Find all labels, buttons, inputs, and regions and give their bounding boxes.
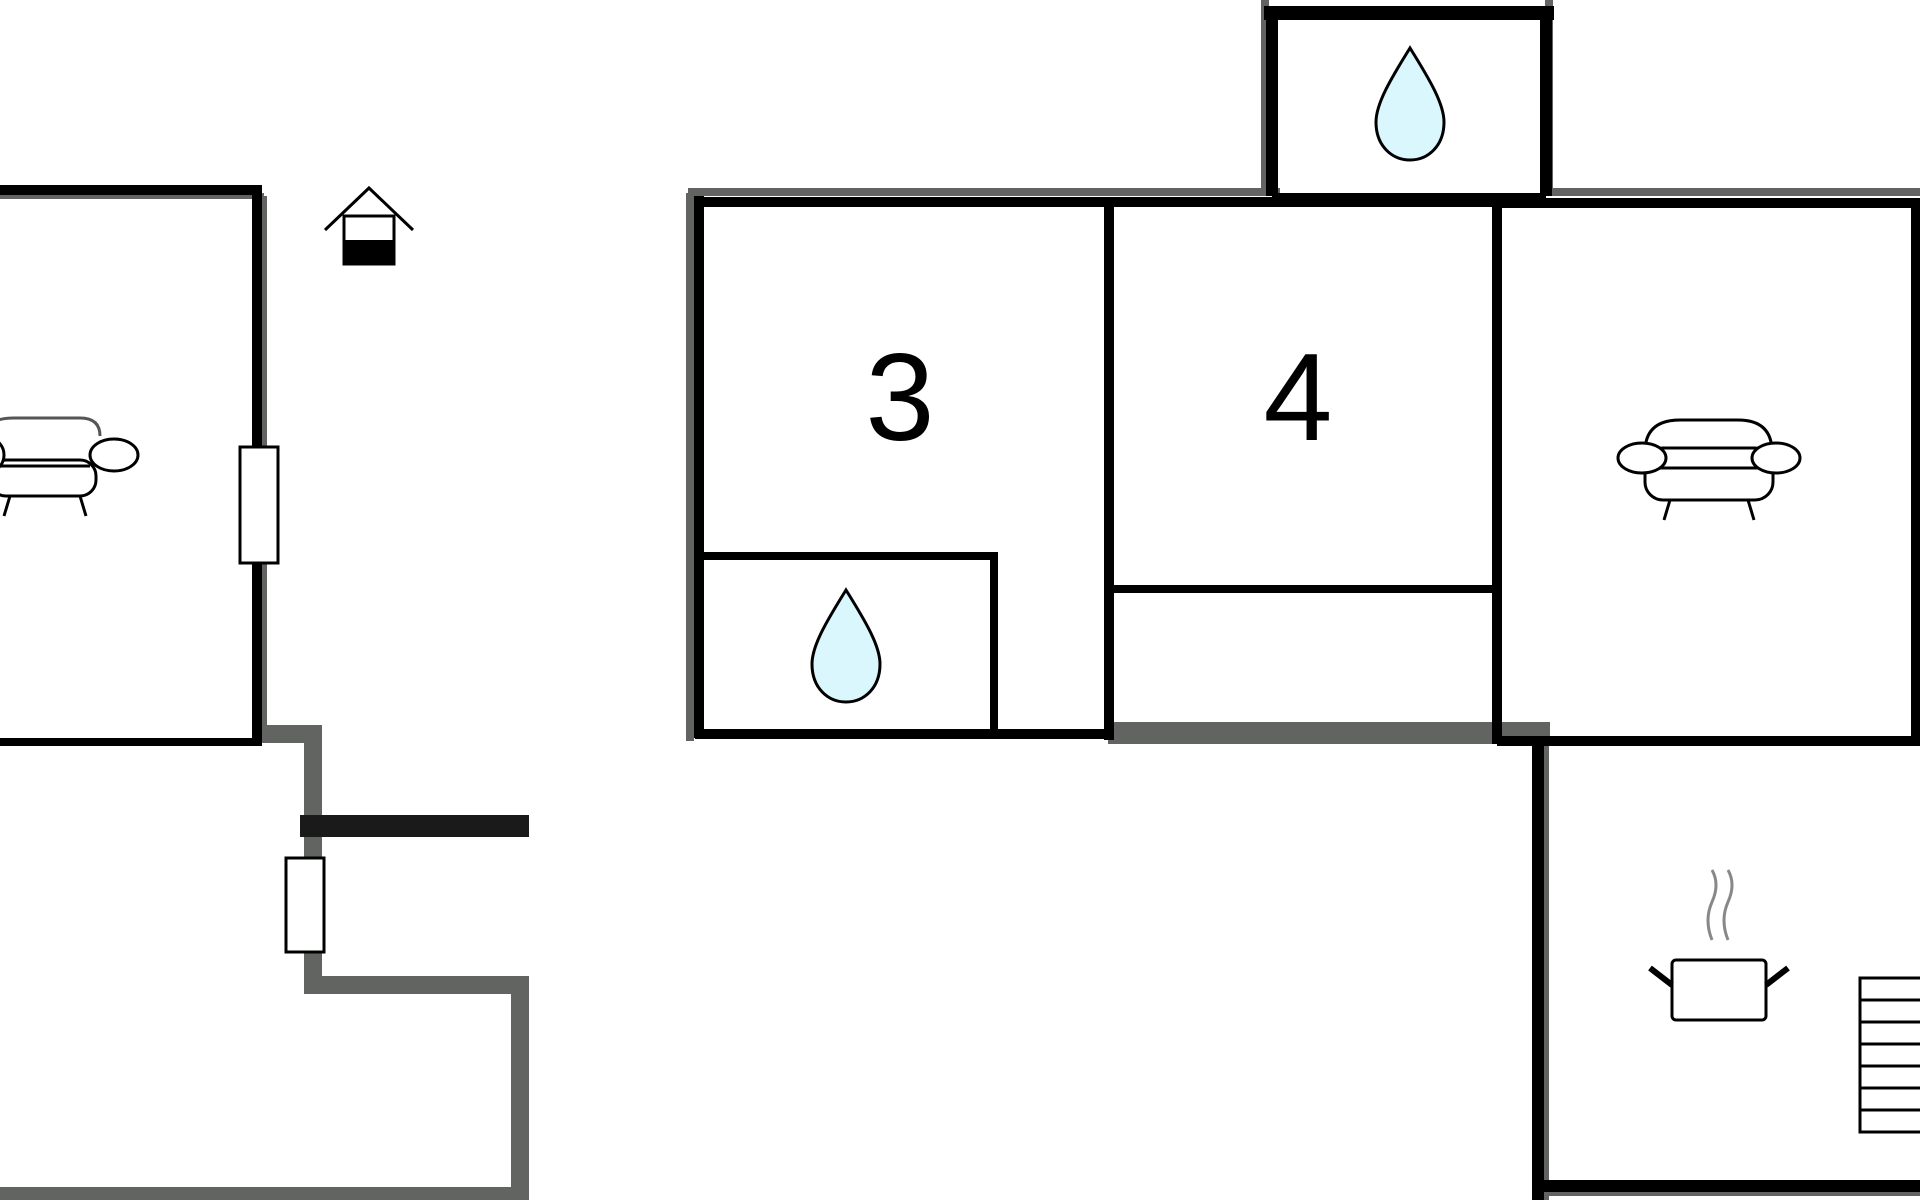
cooking-pot-icon <box>1648 869 1790 1022</box>
room-4: 4 <box>1109 197 1502 744</box>
kitchen <box>1532 736 1920 1200</box>
stairs-icon <box>1858 976 1920 1134</box>
sofa-icon <box>1616 418 1802 521</box>
right-living-room <box>1497 198 1920 746</box>
sofa-icon <box>0 416 140 517</box>
top-bathroom <box>1264 6 1554 199</box>
window <box>284 856 326 954</box>
water-drop-icon <box>810 587 882 704</box>
well-house-icon <box>323 185 415 266</box>
room-3-label: 3 <box>866 329 935 467</box>
left-annex <box>0 725 529 1200</box>
left-living-room <box>0 185 280 746</box>
water-drop-icon <box>1374 45 1446 162</box>
room-3: 3 <box>694 196 1280 740</box>
room-4-label: 4 <box>1264 329 1333 467</box>
bathroom-in-room-3 <box>699 552 998 736</box>
window <box>238 445 280 565</box>
